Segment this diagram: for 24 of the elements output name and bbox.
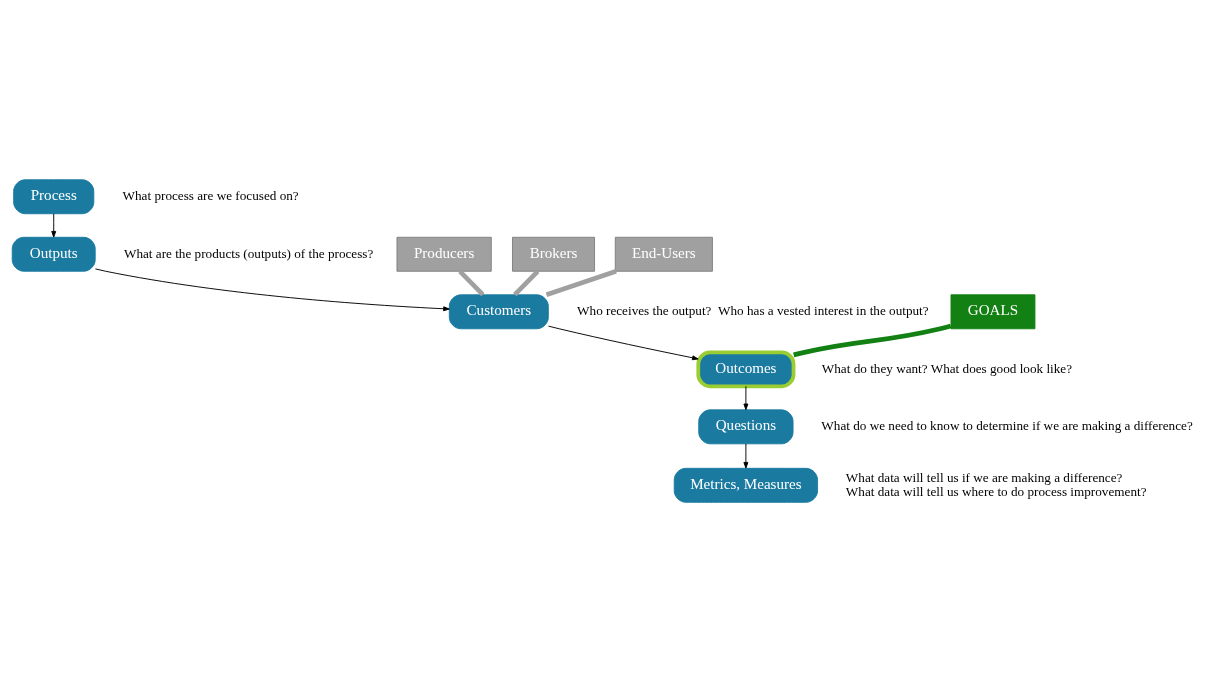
arrow [94, 267, 450, 311]
node-label: What do they want? What does good look like? [821, 360, 1073, 376]
node-label: What process are we focused on? [122, 187, 299, 203]
node-box: End-Users [614, 236, 713, 272]
node-box: Outcomes [696, 349, 796, 388]
node-box: Producers [396, 236, 492, 272]
arrow [548, 325, 699, 360]
node-box: Brokers [512, 236, 595, 272]
node-label: Who receives the output? Who has a vested interest in the output? [577, 302, 929, 318]
node-label: What data will tell us if we are making a difference? [845, 469, 1123, 485]
arrow [743, 442, 749, 469]
node-box: Process [13, 178, 95, 214]
node-box: Questions [698, 408, 794, 444]
node-box: Customers [448, 293, 549, 329]
connector [545, 268, 617, 297]
arrow [51, 212, 57, 238]
node-label: What do we need to know to determine if we are making a difference? [821, 417, 1193, 433]
connector [458, 269, 485, 296]
node-box: GOALS [950, 293, 1036, 329]
arrow [743, 385, 749, 410]
node-box: Metrics, Measures [673, 467, 819, 503]
connector [793, 323, 952, 357]
node-box: Outputs [11, 236, 96, 272]
node-label: What are the products (outputs) of the process? [123, 245, 374, 261]
